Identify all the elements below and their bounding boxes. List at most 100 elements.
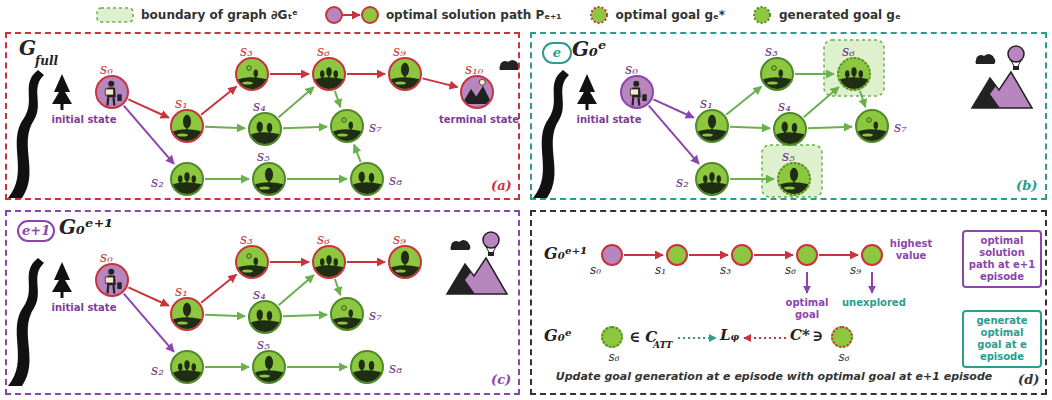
transition-arrow bbox=[279, 87, 314, 117]
note-box: optimal solution path at e+1 episode bbox=[962, 230, 1042, 288]
river-tree-scene bbox=[533, 70, 597, 198]
state-node: s₅ bbox=[252, 350, 286, 384]
state-node: s₆ bbox=[837, 57, 871, 91]
transition-arrow bbox=[335, 279, 341, 295]
scene-clip bbox=[390, 59, 420, 89]
state-label: s₈ bbox=[389, 361, 402, 376]
state-label: s₂ bbox=[151, 175, 164, 190]
state-label: s₅ bbox=[257, 337, 270, 352]
transition-arrow bbox=[860, 91, 866, 107]
panel-tag: (b) bbox=[1016, 178, 1037, 193]
scene-icon bbox=[839, 59, 869, 89]
state-node: s₄ bbox=[773, 112, 807, 146]
scene-icon bbox=[172, 111, 202, 141]
transition-arrow bbox=[754, 254, 793, 256]
legend-text: optimal solution path Pₑ₊₁ bbox=[386, 8, 562, 22]
loss-arrow bbox=[744, 337, 786, 339]
state-node: s₀ bbox=[601, 244, 623, 266]
annotation-label: optimal goal bbox=[776, 297, 838, 321]
transition-arrow bbox=[804, 87, 839, 117]
state-node: s₉ bbox=[388, 57, 422, 91]
scene-icon bbox=[254, 352, 284, 382]
box-text: generate optimal goal at e episode bbox=[968, 315, 1036, 363]
state-node: s₅ bbox=[252, 162, 286, 196]
scene-icon bbox=[172, 164, 202, 194]
transition-arrow bbox=[819, 254, 858, 256]
state-caption: initial state bbox=[576, 114, 642, 126]
state-label: s₃ bbox=[717, 264, 731, 277]
state-node: s₄ bbox=[248, 300, 282, 334]
goal-pointer bbox=[806, 272, 808, 293]
transition-arrow bbox=[124, 106, 174, 164]
transition-arrow bbox=[283, 127, 327, 129]
transition-arrow bbox=[795, 73, 834, 75]
graph-boundary bbox=[762, 145, 822, 197]
scene-clip bbox=[779, 164, 809, 194]
state-node: s₆ bbox=[831, 326, 853, 348]
scene-clip bbox=[390, 247, 420, 277]
state-label: s₂ bbox=[151, 363, 164, 378]
state-label: s₁ bbox=[652, 264, 666, 277]
state-label: s₉ bbox=[393, 44, 406, 59]
transition-arrow bbox=[270, 73, 309, 75]
state-label: s₆ bbox=[317, 44, 330, 59]
annotation-label: G₀ᵉ bbox=[544, 326, 572, 345]
state-caption: initial state bbox=[51, 114, 117, 126]
scene-clip bbox=[254, 164, 284, 194]
state-label: s₁₀ bbox=[465, 62, 483, 77]
annotation-label: ATT bbox=[653, 340, 673, 350]
state-node: s₀initial state bbox=[95, 75, 129, 109]
state-label: s₆ bbox=[842, 44, 855, 59]
state-label: s₆ bbox=[604, 351, 624, 364]
transition-arrow bbox=[124, 294, 174, 352]
panel-tag: (d) bbox=[1018, 372, 1039, 387]
state-node: s₁ bbox=[666, 244, 688, 266]
transition-arrow bbox=[730, 127, 770, 129]
panel-frame: eG₀ᵉ(b)s₀initial states₁s₂s₃s₄s₅s₆s₇ bbox=[530, 32, 1047, 200]
legend: boundary of graph ∂Gₜᵉoptimal solution p… bbox=[95, 5, 901, 25]
scene-clip bbox=[857, 111, 887, 141]
panel-title: full bbox=[35, 54, 58, 68]
annotation-label: G₀ᵉ⁺¹ bbox=[544, 244, 587, 263]
state-label: s₀ bbox=[625, 62, 638, 77]
state-node: s₈ bbox=[350, 162, 384, 196]
scene-icon bbox=[697, 164, 727, 194]
scene-clip bbox=[97, 77, 127, 107]
state-node: s₀initial state bbox=[620, 75, 654, 109]
state-node: s₁ bbox=[170, 297, 204, 331]
scene-clip bbox=[172, 111, 202, 141]
state-node: s₇ bbox=[330, 297, 364, 331]
scene-clip bbox=[172, 352, 202, 382]
state-label: s₉ bbox=[393, 232, 406, 247]
state-node: s₁ bbox=[170, 109, 204, 143]
scene-clip bbox=[352, 352, 382, 382]
annotation-label: Update goal generation at e episode with… bbox=[538, 370, 1010, 383]
state-label: s₃ bbox=[240, 44, 253, 59]
state-node: s₂ bbox=[695, 162, 729, 196]
panel-frame: Gfull(a)s₀initial states₁s₂s₃s₄s₅s₆s₇s₈s… bbox=[5, 32, 520, 200]
scene-icon bbox=[254, 164, 284, 194]
state-node: s₅ bbox=[777, 162, 811, 196]
state-label: s₁ bbox=[175, 284, 188, 299]
transition-arrow bbox=[653, 99, 693, 117]
graph-boundary bbox=[824, 40, 884, 96]
transition-arrow bbox=[270, 261, 309, 263]
state-label: s₀ bbox=[587, 264, 601, 277]
scene-clip bbox=[352, 164, 382, 194]
legend-swatch bbox=[95, 5, 135, 25]
scene-clip bbox=[332, 111, 362, 141]
box-text: optimal solution path at e+1 episode bbox=[968, 235, 1036, 283]
scene-icon bbox=[352, 164, 382, 194]
scene-clip bbox=[172, 164, 202, 194]
transition-arrow bbox=[287, 178, 347, 180]
scene-icon bbox=[762, 59, 792, 89]
scene-clip bbox=[697, 164, 727, 194]
panel-title: G₀ᵉ⁺¹ bbox=[59, 215, 113, 239]
state-label: s₅ bbox=[257, 149, 270, 164]
state-label: s₇ bbox=[369, 308, 382, 323]
transition-arrow bbox=[128, 99, 168, 117]
state-label: s₄ bbox=[253, 287, 266, 302]
state-label: s₀ bbox=[100, 62, 113, 77]
